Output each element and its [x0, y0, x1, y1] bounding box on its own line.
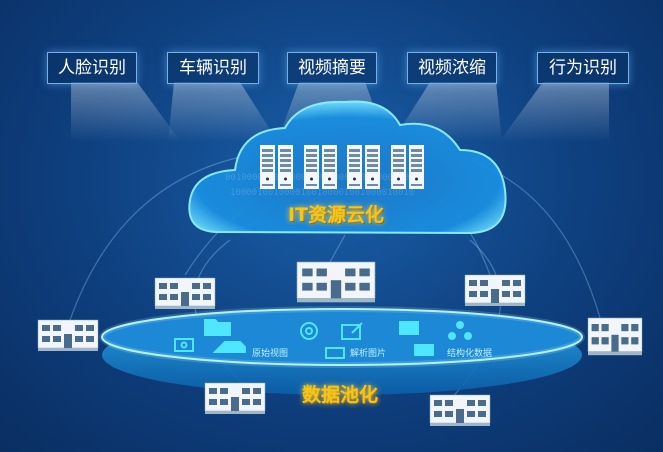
label-structured-data: 结构化数据	[447, 349, 493, 359]
tag-face-recognition: 人脸识别	[47, 52, 137, 84]
label-parsed-images: 解析图片	[350, 349, 387, 359]
pool-title: 数据池化	[302, 384, 379, 406]
svg-text:100001001000010010000100100001: 1000010010000100100001001000010010	[230, 188, 414, 198]
tag-vehicle-recognition: 车辆识别	[167, 52, 259, 84]
tag-behavior-recognition: 行为识别	[537, 52, 629, 84]
cloud-title: IT资源云化	[288, 204, 385, 226]
tag-video-summary: 视频摘要	[287, 52, 377, 84]
tag-video-condense: 视频浓缩	[407, 52, 497, 84]
label-raw-video: 原始视图	[252, 349, 289, 359]
building-icon	[154, 277, 216, 310]
